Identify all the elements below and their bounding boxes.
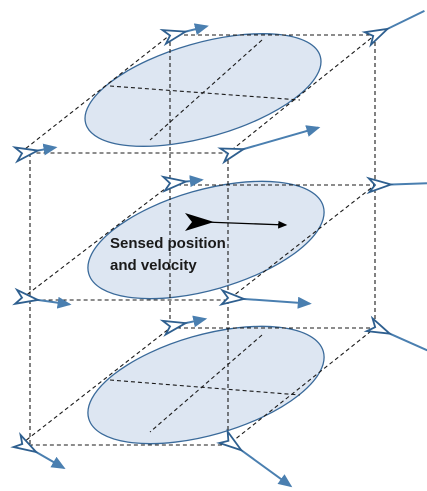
boid-icon	[365, 176, 427, 195]
boids	[10, 9, 427, 488]
cross-line	[149, 334, 263, 433]
sensed-heading-arrow	[185, 213, 288, 231]
boid-icon	[363, 315, 427, 352]
layer-top	[18, 33, 377, 154]
boid-icon	[10, 431, 66, 469]
ellipse-bottom	[87, 325, 325, 445]
boid-icon	[216, 428, 293, 488]
cross-line	[109, 85, 301, 101]
boid-icon	[160, 175, 204, 193]
parallelogram-middle	[18, 184, 377, 301]
boid-icon	[361, 9, 425, 48]
label-line-1: Sensed position	[110, 235, 226, 252]
ellipse-top	[84, 33, 322, 147]
boid-icon	[159, 23, 209, 47]
heading-glyph-icon	[185, 213, 214, 231]
label-line-2: and velocity	[110, 257, 197, 274]
boid-icon	[218, 288, 312, 309]
boid-icon	[11, 143, 58, 164]
layer-bottom	[18, 325, 377, 446]
boid-icon	[159, 315, 208, 337]
sensed-label: Sensed position and velocity	[110, 233, 226, 277]
ellipse-middle	[87, 180, 325, 300]
layer-middle	[18, 180, 377, 301]
cross-line	[109, 379, 301, 396]
boid-icon	[217, 125, 321, 165]
boid-icon	[12, 287, 72, 309]
